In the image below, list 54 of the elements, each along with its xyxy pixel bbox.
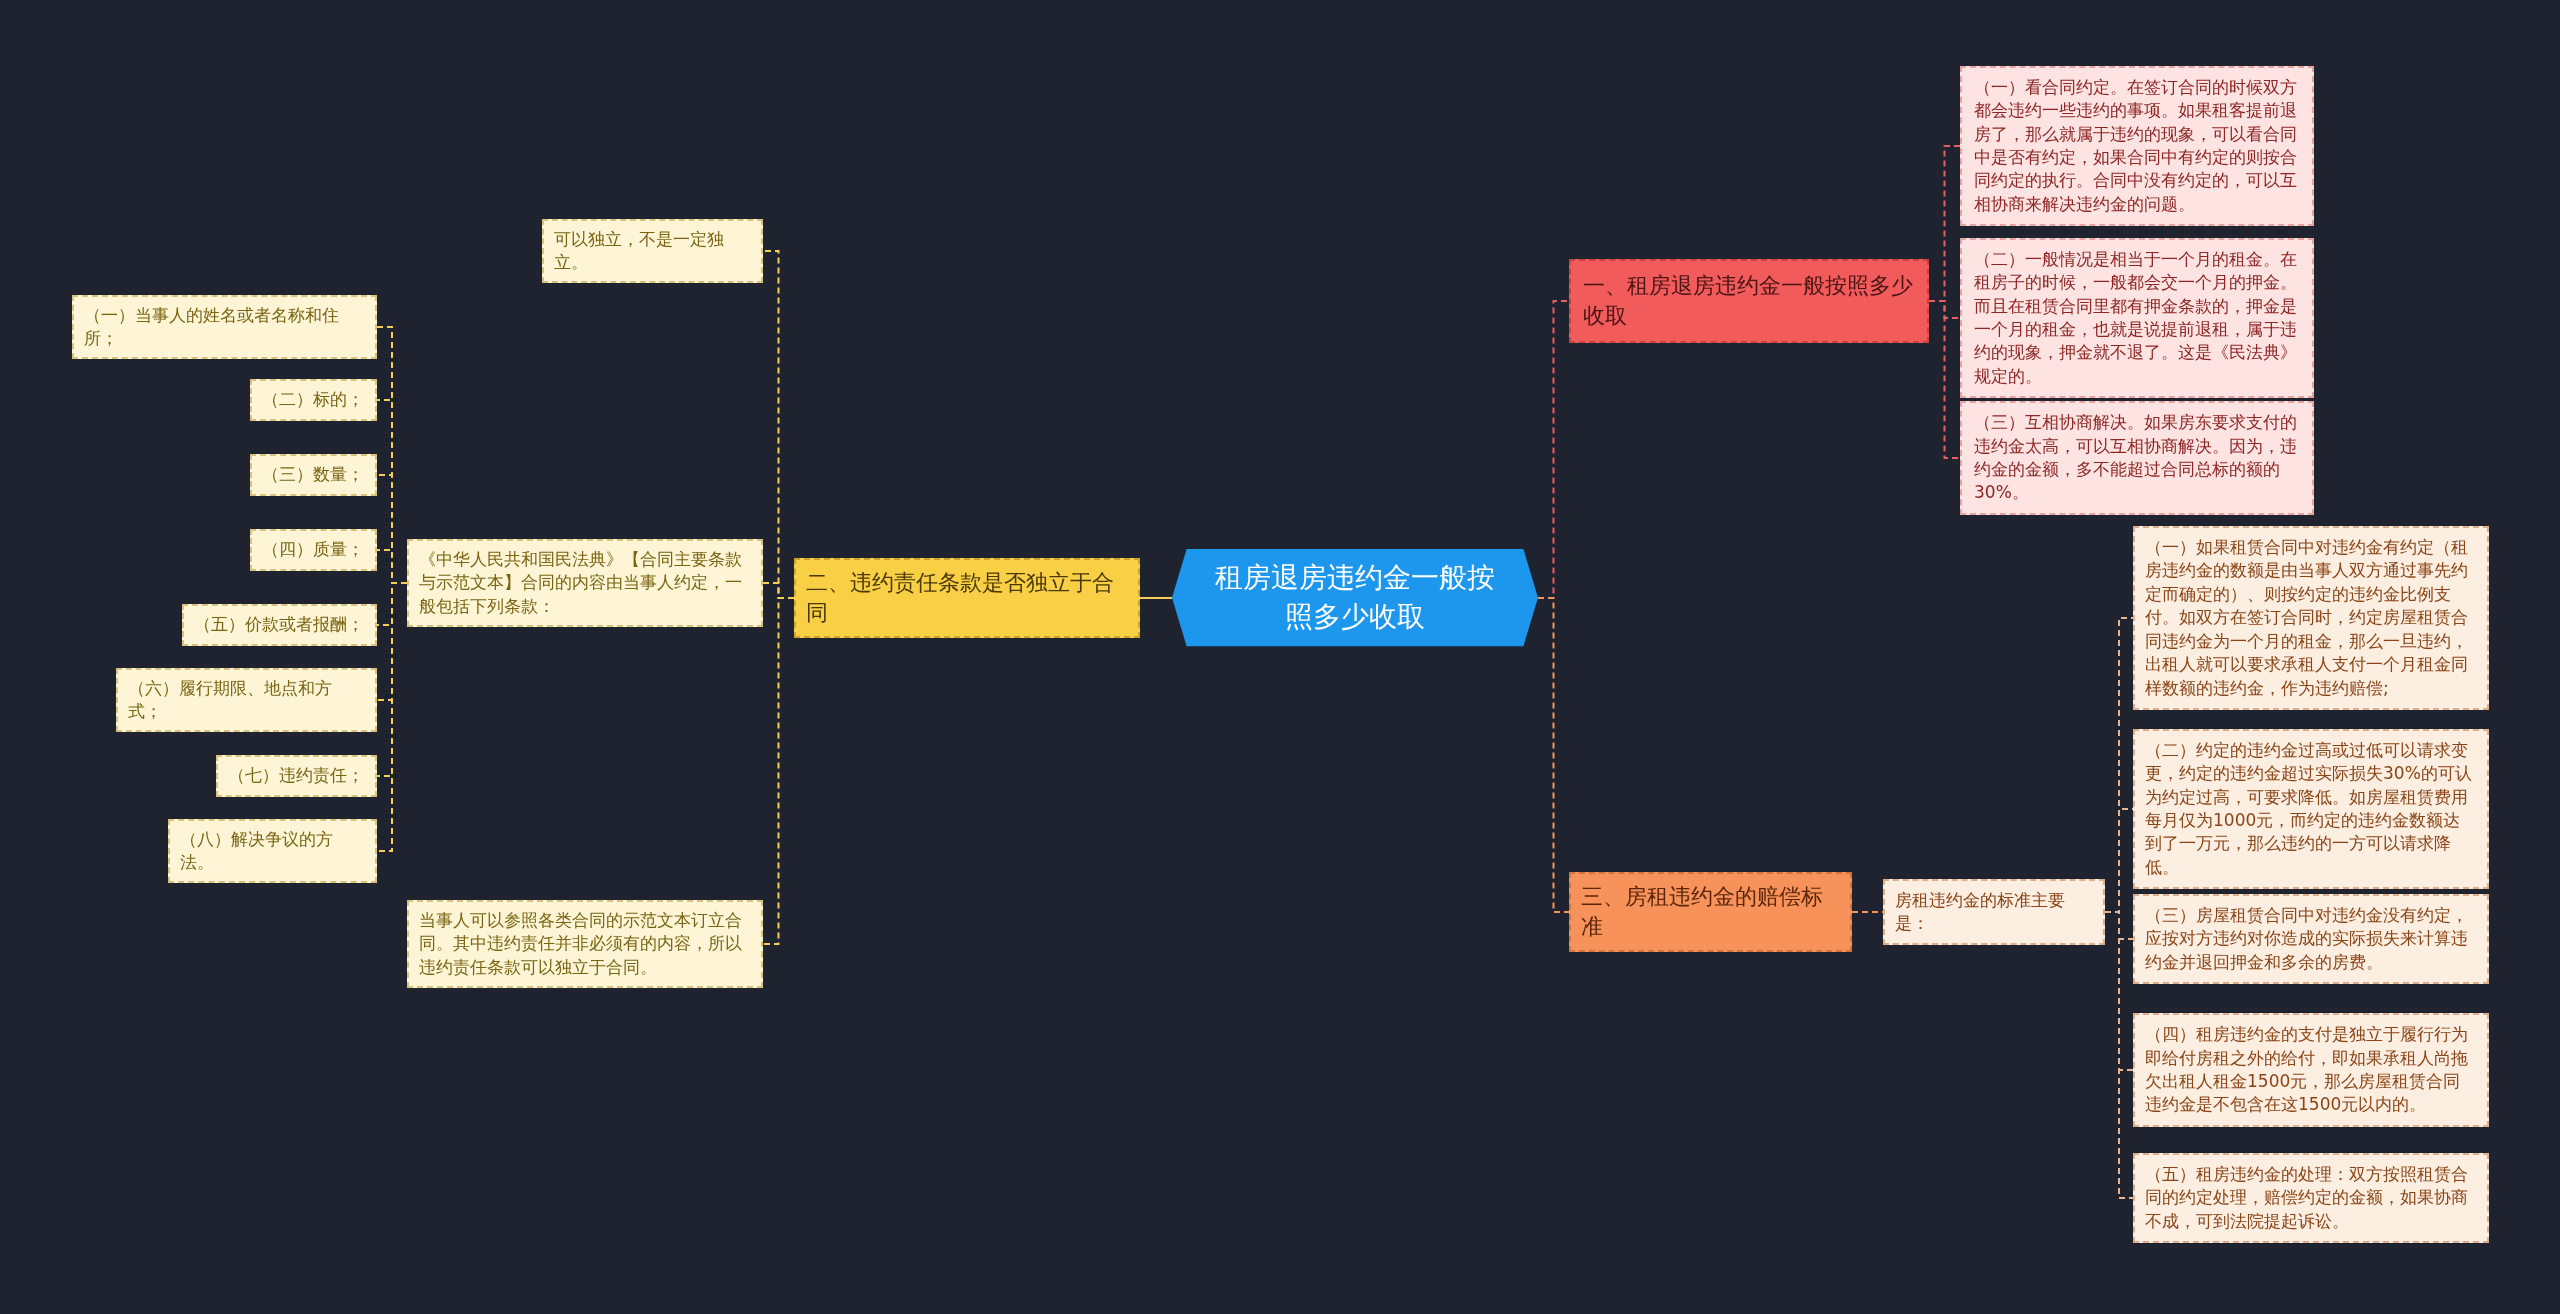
- branch-box: [1569, 871, 1852, 953]
- note-box: [250, 529, 377, 571]
- note-text: （五）租房违约金的处理：双方按照租赁合同的约定处理，赔偿约定的金额，如果协商不成，可到法院提起诉讼。: [2145, 1162, 2469, 1233]
- note-box: [216, 755, 377, 797]
- branch-text: 一、租房退房违约金一般按照多少收取: [1583, 271, 1914, 330]
- connector-line: [762, 597, 795, 945]
- note-box: [407, 538, 763, 628]
- note-text: （七）违约责任；: [228, 764, 365, 788]
- connector-line: [1139, 597, 1173, 599]
- note-text: （四）质量；: [262, 538, 365, 562]
- note-box: [168, 818, 377, 884]
- note-text: （二）标的；: [262, 388, 365, 412]
- note-box: [542, 218, 763, 284]
- note-box: [1960, 401, 2314, 515]
- note-text: （二）约定的违约金过高或过低可以请求变更，约定的违约金超过实际损失30%的可认为约定过高，可要求降低。如房屋租赁费用每月仅为1000元，而约定的违约金数额达到了一万元，那么违约的一方可以请求降低。: [2145, 738, 2473, 879]
- connector-line: [2104, 911, 2134, 1199]
- note-text: （四）租房违约金的支付是独立于履行行为即给付房租之外的给付，即如果承租人尚拖欠出租人租金1500元，那么房屋租赁合同违约金是不包含在这1500元以内的。: [2145, 1023, 2469, 1117]
- connector-line: [1928, 300, 1961, 459]
- note-text: （三）房屋租赁合同中对违约金没有约定，应按对方违约对你造成的实际损失来计算违约金并退回押金和多余的房费。: [2145, 903, 2469, 974]
- branch-text: 三、房租违约金的赔偿标准: [1581, 882, 1824, 941]
- topic-text: 租房退房违约金一般按照多少收取: [1214, 560, 1496, 635]
- note-text: （三）数量；: [262, 463, 365, 487]
- note-box: [2133, 728, 2489, 890]
- note-text: （一）看合同约定。在签订合同的时候双方都会违约一些违约的事项。如果租客提前退房了，那么就属于违约的现象，可以看合同中是否有约定，如果合同中有约定的则按合同约定的执行。合同中没有约定的，可以互相协商来解决违约金的问题。: [1974, 75, 2298, 216]
- note-text: 《中华人民共和国民法典》【合同主要条款与示范文本】合同的内容由当事人约定，一般包括下列条款：: [419, 547, 743, 618]
- note-box: [1960, 65, 2314, 227]
- note-text: （三）互相协商解决。如果房东要求支付的违约金太高，可以互相协商解决。因为，违约金的金额，多不能超过合同总标的额的30%。: [1974, 411, 2298, 505]
- note-text: 当事人可以参照各类合同的示范文本订立合同。其中违约责任并非必须有的内容，所以违约责任条款可以独立于合同。: [419, 908, 743, 979]
- note-box: [1960, 237, 2314, 399]
- note-box: [116, 667, 377, 733]
- note-box: [72, 294, 377, 360]
- connector-line: [376, 582, 408, 852]
- note-box: [407, 899, 763, 989]
- note-box: [2133, 525, 2489, 711]
- note-text: （五）价款或者报酬；: [194, 613, 365, 637]
- note-text: （八）解决争议的方法。: [180, 827, 334, 874]
- branch-text: 二、违约责任条款是否独立于合同: [806, 568, 1115, 627]
- note-text: 房租违约金的标准主要是：: [1895, 888, 2066, 935]
- central-topic-hexagon: [1172, 549, 1538, 647]
- note-text: （六）履行期限、地点和方式；: [128, 676, 333, 723]
- note-box: [2133, 893, 2489, 985]
- branch-box: [1569, 258, 1929, 344]
- branch-box: [794, 557, 1140, 639]
- note-box: [250, 454, 377, 496]
- note-box: [182, 604, 377, 646]
- connector-line: [1537, 597, 1570, 913]
- note-text: （一）如果租赁合同中对违约金有约定（租房违约金的数额是由当事人双方通过事先约定而确定的）、则按约定的违约金比例支付。如双方在签订合同时，约定房屋租赁合同违约金为一个月的租金，那么一旦违约，出租人就可以要求承租人支付一个月租金同样数额的违约金，作为违约赔偿;: [2145, 535, 2469, 700]
- note-box: [2133, 1013, 2489, 1127]
- note-box: [2133, 1152, 2489, 1244]
- note-box: [1883, 878, 2105, 946]
- note-text: 可以独立，不是一定独立。: [554, 227, 725, 274]
- note-box: [250, 379, 377, 421]
- note-text: （一）当事人的姓名或者名称和住所；: [84, 303, 340, 350]
- note-text: （二）一般情况是相当于一个月的租金。在租房子的时候，一般都会交一个月的押金。而且在租赁合同里都有押金条款的，押金是一个月的租金，也就是说提前退租，属于违约的现象，押金就不退了。这是《民法典》规定的。: [1974, 247, 2298, 388]
